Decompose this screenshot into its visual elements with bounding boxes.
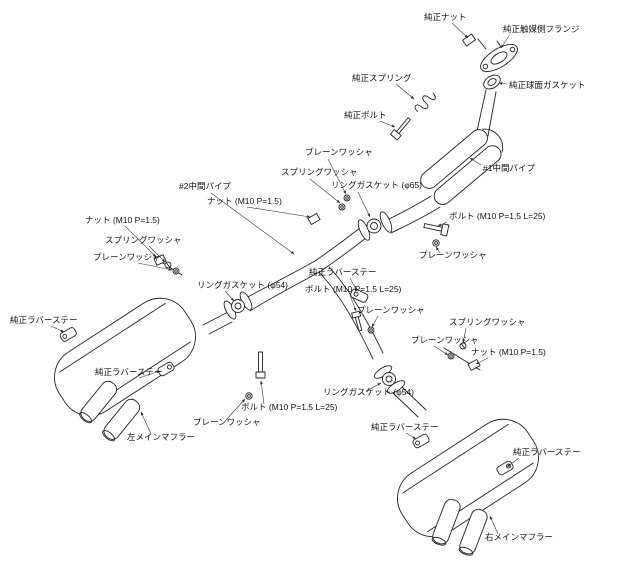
label-genuine-rubber-stay-rm-right: 純正ラバーステー	[513, 447, 581, 457]
label-bolt-m10-center: ボルト (M10 P=1.5 L=25)	[305, 284, 402, 294]
label-spring-washer-rightside: スプリングワッシャ	[449, 317, 526, 327]
label-no1-intermediate-pipe: #1中間パイプ	[483, 163, 535, 173]
left-muffler-inlet-pipe	[202, 312, 233, 335]
label-plain-washer-top: プレーンワッシャ	[305, 147, 373, 157]
label-plain-washer-rightside: プレーンワッシャ	[411, 335, 479, 345]
label-nut-m10-top: ナット (M10 P=1.5)	[207, 196, 282, 206]
genuine-bolt-part	[389, 117, 411, 141]
no2-intermediate-pipe	[243, 227, 384, 360]
flange-joint-b	[223, 291, 253, 320]
label-genuine-rubber-stay-center: 純正ラバーステー	[309, 267, 377, 277]
left-muffler-tip-1	[79, 380, 118, 424]
right-main-muffler	[397, 418, 539, 538]
rubber-stay-rm-left	[412, 433, 430, 449]
label-left-main-muffler: 左メインマフラー	[127, 432, 195, 442]
label-plain-washer-center: プレーンワッシャ	[357, 305, 425, 315]
label-bolt-m10-bottom: ボルト (M10 P=1.5 L=25)	[241, 402, 338, 412]
label-genuine-rubber-stay-leftmid: 純正ラバーステー	[95, 367, 163, 377]
label-ring-gasket-54-left: リングガスケット (φ54)	[197, 280, 288, 290]
right-muffler-tip-1	[431, 498, 461, 546]
label-genuine-spring: 純正スプリング	[352, 73, 412, 83]
left-muffler-tip-2	[102, 398, 141, 442]
label-genuine-rubber-stay-rm-left: 純正ラバーステー	[371, 422, 439, 432]
label-spring-washer-top: スプリングワッシャ	[281, 167, 358, 177]
label-genuine-catalyst-side-flange: 純正触媒側フランジ	[503, 24, 580, 34]
flange-joint-c	[373, 365, 406, 394]
label-ring-gasket-54-right: リングガスケット (φ54)	[323, 387, 414, 397]
bottom-bolt-hardware	[245, 351, 266, 400]
label-genuine-rubber-stay-farleft: 純正ラバーステー	[10, 315, 78, 325]
spherical-gasket	[483, 74, 501, 90]
label-no2-intermediate-pipe: #2中間パイプ	[179, 181, 231, 191]
flange-joint-a	[357, 211, 393, 241]
center-stay-hardware	[350, 288, 375, 334]
joint-a-hardware	[307, 194, 450, 247]
front-pipe-segment	[476, 89, 497, 137]
label-genuine-nut: 純正ナット	[424, 12, 467, 22]
label-nut-m10-left: ナット (M10 P=1.5)	[85, 215, 160, 225]
genuine-nut-part	[462, 33, 476, 47]
label-ring-gasket-65: リングガスケット (φ65)	[331, 180, 422, 190]
catalyst-side-flange	[477, 38, 518, 72]
genuine-spring-part	[414, 92, 436, 112]
right-muffler-tip-2	[458, 508, 488, 556]
label-genuine-bolt: 純正ボルト	[344, 110, 387, 120]
leader-lines	[50, 22, 520, 535]
label-bolt-m10-right: ボルト (M10 P=1.5 L=25)	[449, 211, 546, 221]
label-genuine-spherical-gasket: 純正球面ガスケット	[509, 80, 586, 90]
rubber-stay-farleft	[59, 327, 77, 342]
label-plain-washer-bottom: プレーンワッシャ	[193, 417, 261, 427]
label-plain-washer-left: プレーンワッシャ	[93, 252, 161, 262]
no1-intermediate-pipe	[420, 128, 504, 205]
label-nut-m10-rightside: ナット (M10 P=1.5)	[471, 347, 546, 357]
label-right-main-muffler: 右メインマフラー	[485, 532, 553, 542]
label-plain-washer-right: プレーンワッシャ	[419, 250, 487, 260]
label-spring-washer-left: スプリングワッシャ	[105, 235, 182, 245]
left-hardware-cluster	[153, 254, 183, 276]
